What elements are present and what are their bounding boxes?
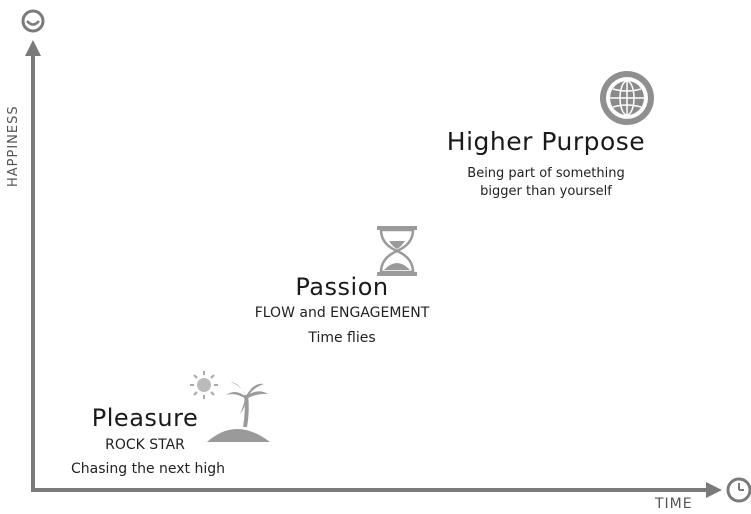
- globe-icon: [600, 71, 654, 125]
- x-axis-label: TIME: [655, 496, 693, 512]
- pleasure-description: Chasing the next high: [70, 461, 226, 477]
- hourglass-icon: [377, 226, 417, 276]
- x-axis: [31, 482, 722, 498]
- smiley-icon: [21, 9, 45, 33]
- passion-description: Time flies: [308, 330, 376, 346]
- pleasure-title: Pleasure: [91, 404, 199, 432]
- y-axis-label: HAPPINESS: [6, 105, 21, 187]
- higher-purpose-description-line-1: Being part of something: [467, 166, 625, 181]
- higher-purpose-description-line-2: bigger than yourself: [480, 184, 612, 199]
- y-axis: [25, 40, 41, 490]
- sun-icon: [190, 371, 218, 399]
- island-palm-icon: [207, 382, 270, 442]
- clock-icon: [726, 477, 751, 503]
- passion-subtitle: FLOW and ENGAGEMENT: [254, 305, 430, 321]
- pleasure-subtitle: ROCK STAR: [105, 437, 185, 453]
- higher-purpose-title: Higher Purpose: [446, 127, 646, 156]
- passion-title: Passion: [295, 273, 389, 301]
